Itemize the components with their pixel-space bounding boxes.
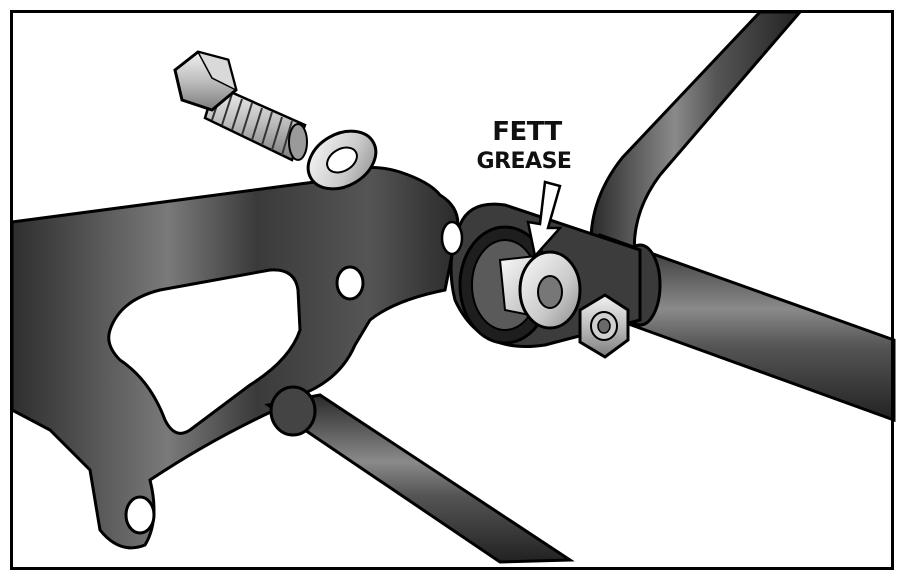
mounting-plate bbox=[10, 166, 464, 550]
grease-label: FETT GREASE bbox=[477, 117, 572, 174]
flat-washer bbox=[306, 129, 378, 191]
grease-arrow bbox=[526, 180, 563, 259]
grease-bushing bbox=[498, 250, 582, 330]
lock-nut bbox=[578, 293, 630, 359]
label-grease: GREASE bbox=[477, 149, 572, 174]
plate-cutout bbox=[107, 268, 302, 435]
lower-tube-end bbox=[269, 385, 317, 437]
label-fett: FETT bbox=[492, 117, 562, 147]
bushing-hole bbox=[537, 275, 563, 309]
lower-cross-tube bbox=[264, 385, 575, 564]
upper-rail-tube bbox=[589, 10, 804, 262]
hex-bolt bbox=[173, 50, 308, 162]
plate-hole-upper bbox=[335, 265, 365, 301]
plate-hole-lower bbox=[124, 495, 156, 535]
plate-pivot-hole bbox=[440, 220, 464, 256]
